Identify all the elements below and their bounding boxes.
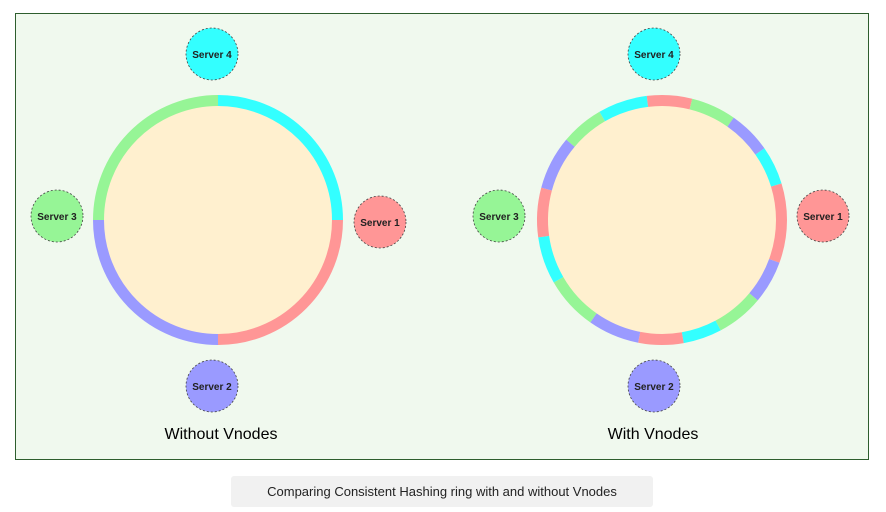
ring-1-segment-6-server-3	[553, 276, 597, 323]
ring-0-segment-0-server-1	[217, 219, 343, 345]
server-node-1: Server 1	[353, 195, 407, 249]
ring-without-vnodes-title: Without Vnodes	[165, 426, 278, 443]
ring-1-segment-1-server-2	[749, 258, 780, 301]
server-node-2: Server 2	[185, 359, 239, 413]
server-node-4-vnodes-label: Server 4	[634, 50, 674, 61]
server-node-2-vnodes: Server 2	[627, 359, 681, 413]
ring-1-segment-12-server-1	[646, 95, 693, 110]
server-node-3-vnodes-label: Server 3	[479, 212, 519, 223]
ring-without-vnodes: Server 1 Server 2 Server 3 Server 4 With…	[30, 27, 407, 443]
server-node-1-vnodes-circle	[796, 189, 850, 243]
ring-with-vnodes-body	[538, 96, 786, 344]
ring-1-segment-15-server-4	[755, 148, 782, 187]
ring-with-vnodes-title: With Vnodes	[608, 426, 699, 443]
server-node-2-vnodes-circle	[627, 359, 681, 413]
ring-with-vnodes-segments	[537, 95, 787, 345]
server-node-3: Server 3	[30, 189, 84, 243]
server-node-3-vnodes-circle	[472, 189, 526, 243]
ring-1-segment-14-server-2	[727, 117, 765, 155]
ring-1-segment-7-server-4	[538, 235, 564, 283]
ring-with-vnodes: Server 1 Server 2 Server 3 Server 4 With…	[472, 27, 850, 443]
ring-1-segment-16-server-1	[770, 183, 787, 221]
server-node-2-label: Server 2	[192, 382, 232, 393]
ring-1-segment-8-server-1	[537, 187, 552, 238]
ring-without-vnodes-segments	[93, 95, 343, 345]
ring-1-segment-3-server-4	[681, 320, 721, 344]
figure-caption: Comparing Consistent Hashing ring with a…	[231, 476, 653, 507]
ring-without-vnodes-body	[94, 96, 342, 344]
ring-1-segment-11-server-4	[599, 95, 649, 122]
ring-0-segment-2-server-3	[93, 95, 219, 221]
server-node-4-vnodes-circle	[627, 27, 681, 81]
ring-1-segment-5-server-2	[590, 313, 641, 343]
ring-1-segment-0-server-1	[769, 219, 787, 263]
server-node-1-vnodes-label: Server 1	[803, 212, 843, 223]
server-node-1-vnodes: Server 1	[796, 189, 850, 243]
diagram-canvas: Server 1 Server 2 Server 3 Server 4 With…	[15, 13, 869, 460]
server-node-3-vnodes: Server 3	[472, 189, 526, 243]
ring-1-segment-4-server-1	[638, 331, 684, 345]
server-node-2-circle	[185, 359, 239, 413]
server-node-4-label: Server 4	[192, 50, 232, 61]
server-node-4-vnodes: Server 4	[627, 27, 681, 81]
server-node-4-circle	[185, 27, 239, 81]
server-node-4: Server 4	[185, 27, 239, 81]
ring-0-segment-3-server-4	[217, 95, 343, 221]
ring-0-segment-1-server-2	[93, 219, 219, 345]
ring-1-segment-9-server-2	[541, 139, 575, 191]
ring-1-segment-2-server-3	[715, 293, 758, 331]
server-node-1-label: Server 1	[360, 218, 400, 229]
server-node-2-vnodes-label: Server 2	[634, 382, 674, 393]
server-node-3-circle	[30, 189, 84, 243]
ring-1-segment-10-server-3	[566, 111, 606, 147]
server-node-3-label: Server 3	[37, 212, 77, 223]
server-node-1-circle	[353, 195, 407, 249]
ring-1-segment-13-server-3	[689, 98, 734, 127]
